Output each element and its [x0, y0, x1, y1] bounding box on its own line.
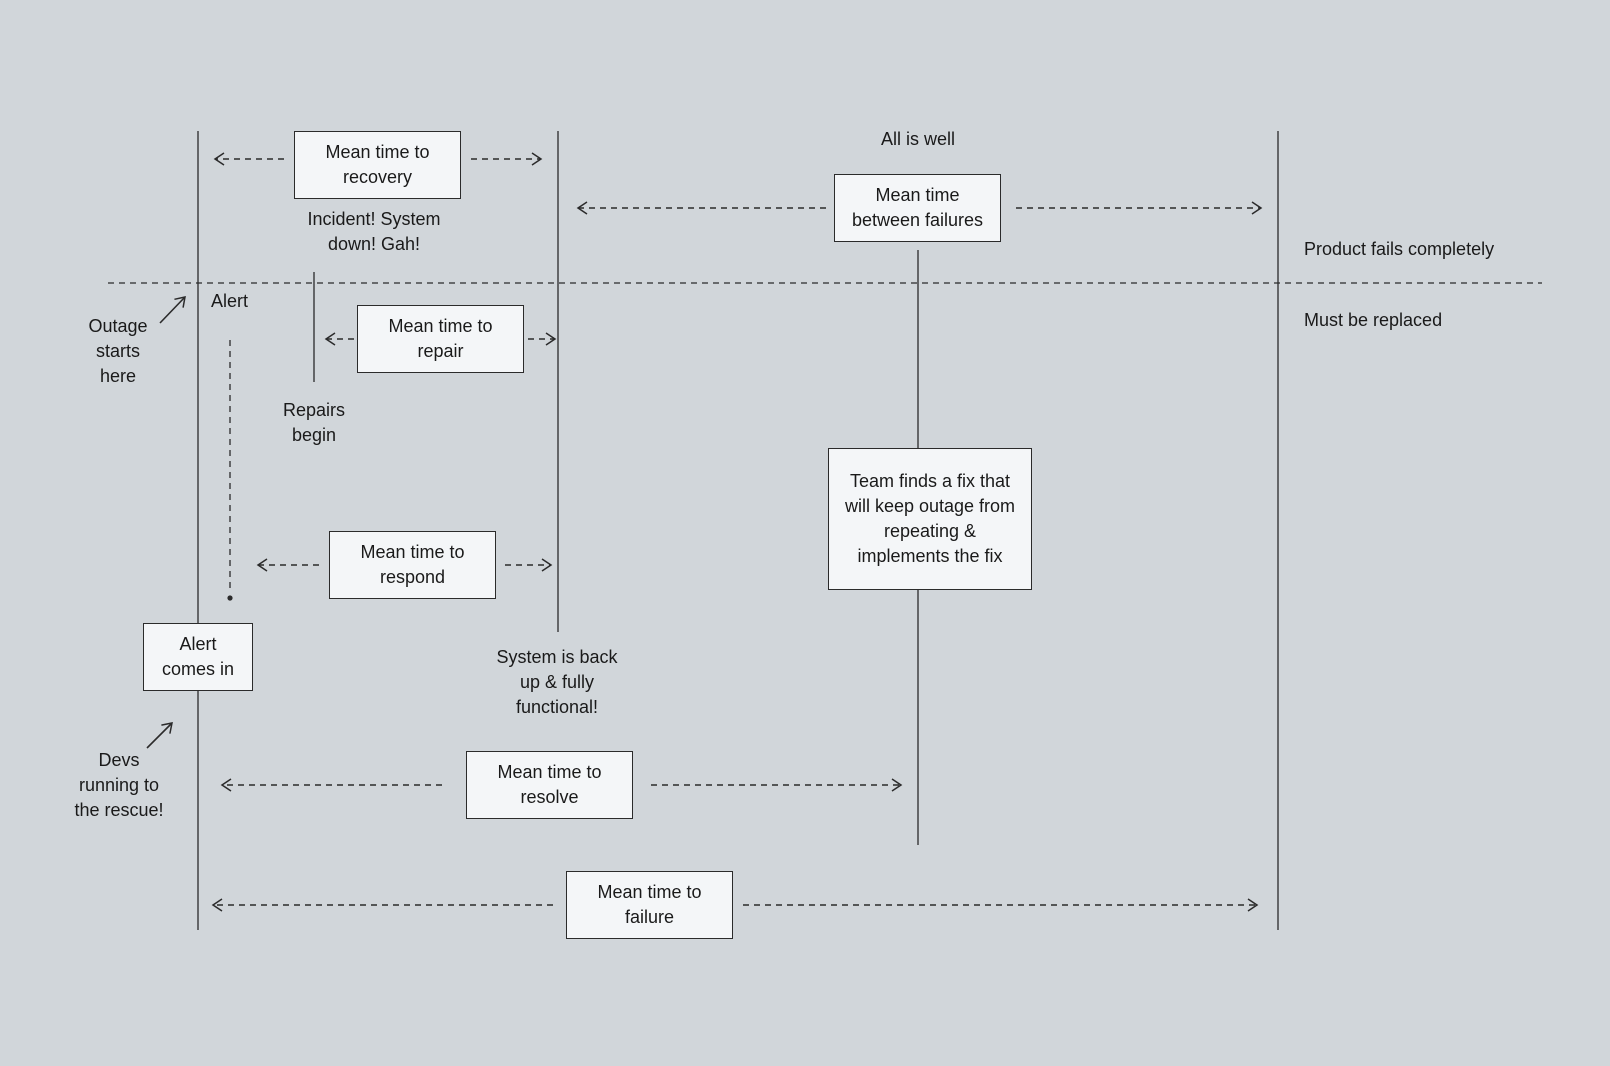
- label-system-back: System is back up & fully functional!: [496, 647, 618, 717]
- box-team-finds-fix: Team finds a fix that will keep outage f…: [828, 448, 1032, 590]
- box-mean-time-to-respond: Mean time to respond: [329, 531, 496, 599]
- box-mean-time-to-recovery: Mean time to recovery: [294, 131, 461, 199]
- label-incident: Incident! System down! Gah!: [307, 209, 441, 254]
- box-mean-time-to-resolve: Mean time to resolve: [466, 751, 633, 819]
- label-alert: Alert: [211, 291, 249, 311]
- label-devs-running: Devs running to the rescue!: [74, 750, 164, 820]
- arrow-devs-pointer: [146, 722, 173, 749]
- box-mean-time-to-failure: Mean time to failure: [566, 871, 733, 939]
- label-must-be-replaced: Must be replaced: [1304, 310, 1443, 330]
- arrow-outage-pointer: [159, 296, 186, 324]
- label-outage-starts: Outage starts here: [88, 316, 148, 386]
- label-product-fails: Product fails completely: [1304, 239, 1495, 259]
- label-all-is-well: All is well: [880, 129, 955, 149]
- alert-dot: [227, 595, 233, 601]
- box-mean-time-between-failures: Mean time between failures: [834, 174, 1001, 242]
- box-mean-time-to-repair: Mean time to repair: [357, 305, 524, 373]
- box-alert-comes-in: Alert comes in: [143, 623, 253, 691]
- label-repairs-begin: Repairs begin: [282, 400, 346, 445]
